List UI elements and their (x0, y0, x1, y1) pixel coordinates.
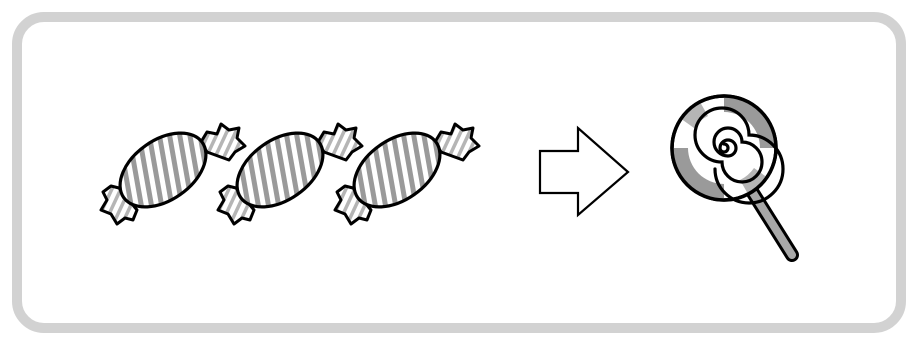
right-arrow-icon (538, 125, 630, 218)
lollipop-icon (670, 94, 799, 262)
wrapped-candy-icon (333, 116, 481, 226)
